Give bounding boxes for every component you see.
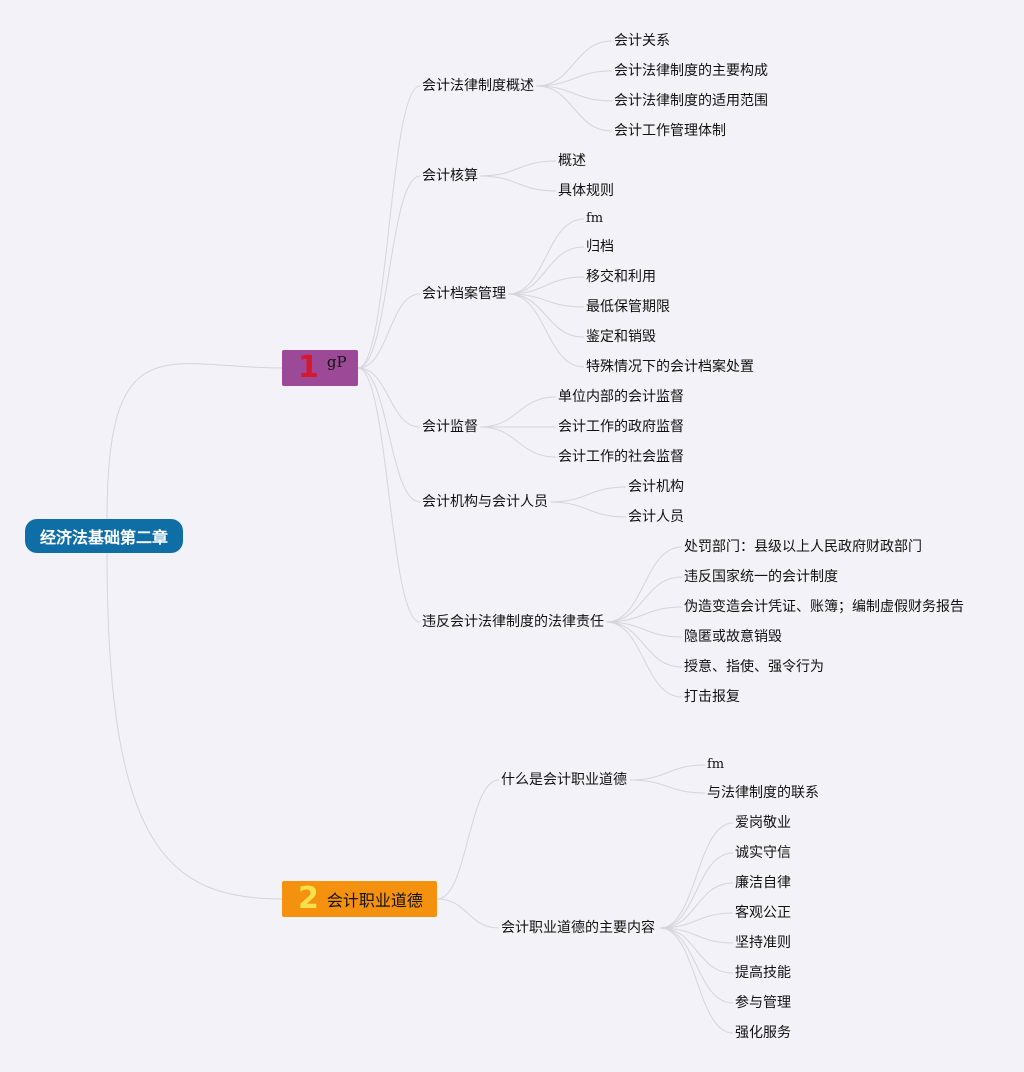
connector-line [659,822,734,929]
branch-1-label: gP [326,353,347,371]
leaf-node[interactable]: 特殊情况下的会计档案处置 [586,359,754,375]
connector-line [479,396,557,428]
connector-line [605,576,683,623]
connector-line [106,552,283,900]
connector-line [535,70,613,87]
connector-line [507,246,585,295]
leaf-node[interactable]: 违反国家统一的会计制度 [684,569,838,585]
topic-node[interactable]: 违反会计法律制度的法律责任 [422,614,604,630]
branch-1-number: 1 [298,350,319,385]
connector-line [507,293,585,308]
leaf-node[interactable]: 最低保管期限 [586,299,670,315]
connector-line [659,927,734,974]
topic-node[interactable]: 会计核算 [422,168,478,184]
connector-line [357,367,421,503]
connector-line [357,175,421,369]
leaf-node[interactable]: 处罚部门：县级以上人民政府财政部门 [684,539,922,555]
leaf-node[interactable]: 会计机构 [628,479,684,495]
connector-line [659,927,734,1034]
connector-line [479,160,557,177]
leaf-node[interactable]: 会计关系 [614,33,670,49]
connector-line [605,621,683,638]
connector-line [436,898,500,929]
topic-node[interactable]: 会计职业道德的主要内容 [501,920,655,936]
leaf-node[interactable]: 会计工作的社会监督 [558,449,684,465]
leaf-node[interactable]: 强化服务 [735,1025,791,1041]
branch-node-1[interactable]: 1 gP [282,350,358,386]
leaf-node[interactable]: 隐匿或故意销毁 [684,629,782,645]
topic-node[interactable]: 会计机构与会计人员 [422,494,548,510]
connector-line [357,85,421,369]
leaf-node[interactable]: 鉴定和销毁 [586,329,656,345]
leaf-node[interactable]: 单位内部的会计监督 [558,389,684,405]
connector-line [357,367,421,623]
leaf-node[interactable]: 与法律制度的联系 [707,785,819,801]
leaf-node[interactable]: 参与管理 [735,995,791,1011]
topic-node[interactable]: 会计档案管理 [422,286,506,302]
connector-line [106,363,283,520]
leaf-node[interactable]: 归档 [586,239,614,255]
leaf-node[interactable]: 概述 [558,153,586,169]
leaf-node[interactable]: 会计法律制度的主要构成 [614,63,768,79]
leaf-node[interactable]: 客观公正 [735,905,791,921]
leaf-node[interactable]: 授意、指使、强令行为 [684,659,824,675]
connector-line [605,606,683,623]
connector-line [479,426,557,458]
branch-node-2[interactable]: 2 会计职业道德 [282,881,437,917]
connector-line [535,85,613,102]
connector-line [659,852,734,929]
leaf-node[interactable]: 提高技能 [735,965,791,981]
leaf-node[interactable]: 会计工作管理体制 [614,123,726,139]
connector-line [659,882,734,929]
leaf-node[interactable]: 伪造变造会计凭证、账簿；编制虚假财务报告 [684,599,964,615]
connector-line [549,501,627,518]
topic-node[interactable]: 会计监督 [422,419,478,435]
topic-node[interactable]: 会计法律制度概述 [422,78,534,94]
branch-2-label: 会计职业道德 [326,891,423,910]
leaf-node[interactable]: 打击报复 [684,689,740,705]
leaf-node[interactable]: 会计法律制度的适用范围 [614,93,768,109]
connector-line [535,85,613,132]
connector-line [357,293,421,369]
leaf-node[interactable]: 会计工作的政府监督 [558,419,684,435]
leaf-node[interactable]: 爱岗敬业 [735,815,791,831]
connector-line [605,621,683,698]
connector-line [629,764,706,781]
connector-line [535,40,613,87]
connector-line [507,293,585,368]
connector-line [507,293,585,338]
leaf-node[interactable]: 移交和利用 [586,269,656,285]
connector-line [605,621,683,668]
branch-2-number: 2 [298,881,319,916]
connector-line [659,927,734,1004]
connector-line [507,218,585,295]
leaf-node[interactable]: 廉洁自律 [735,875,791,891]
connector-line [659,912,734,929]
leaf-node[interactable]: fm [707,757,725,772]
connector-line [659,927,734,944]
leaf-node[interactable]: 会计人员 [628,509,684,525]
root-node[interactable]: 经济法基础第二章 [25,519,183,553]
root-label: 经济法基础第二章 [39,528,168,547]
connector-line [436,779,500,900]
connector-line [629,779,706,794]
leaf-node[interactable]: 具体规则 [558,183,614,199]
leaf-node[interactable]: 诚实守信 [735,845,791,861]
connector-line [605,546,683,623]
leaf-node[interactable]: fm [586,211,604,226]
topic-node[interactable]: 什么是会计职业道德 [501,772,627,788]
connector-line [479,175,557,192]
connector-line [357,367,421,428]
leaf-node[interactable]: 坚持准则 [735,935,791,951]
connector-line [549,486,627,503]
connector-line [507,276,585,295]
